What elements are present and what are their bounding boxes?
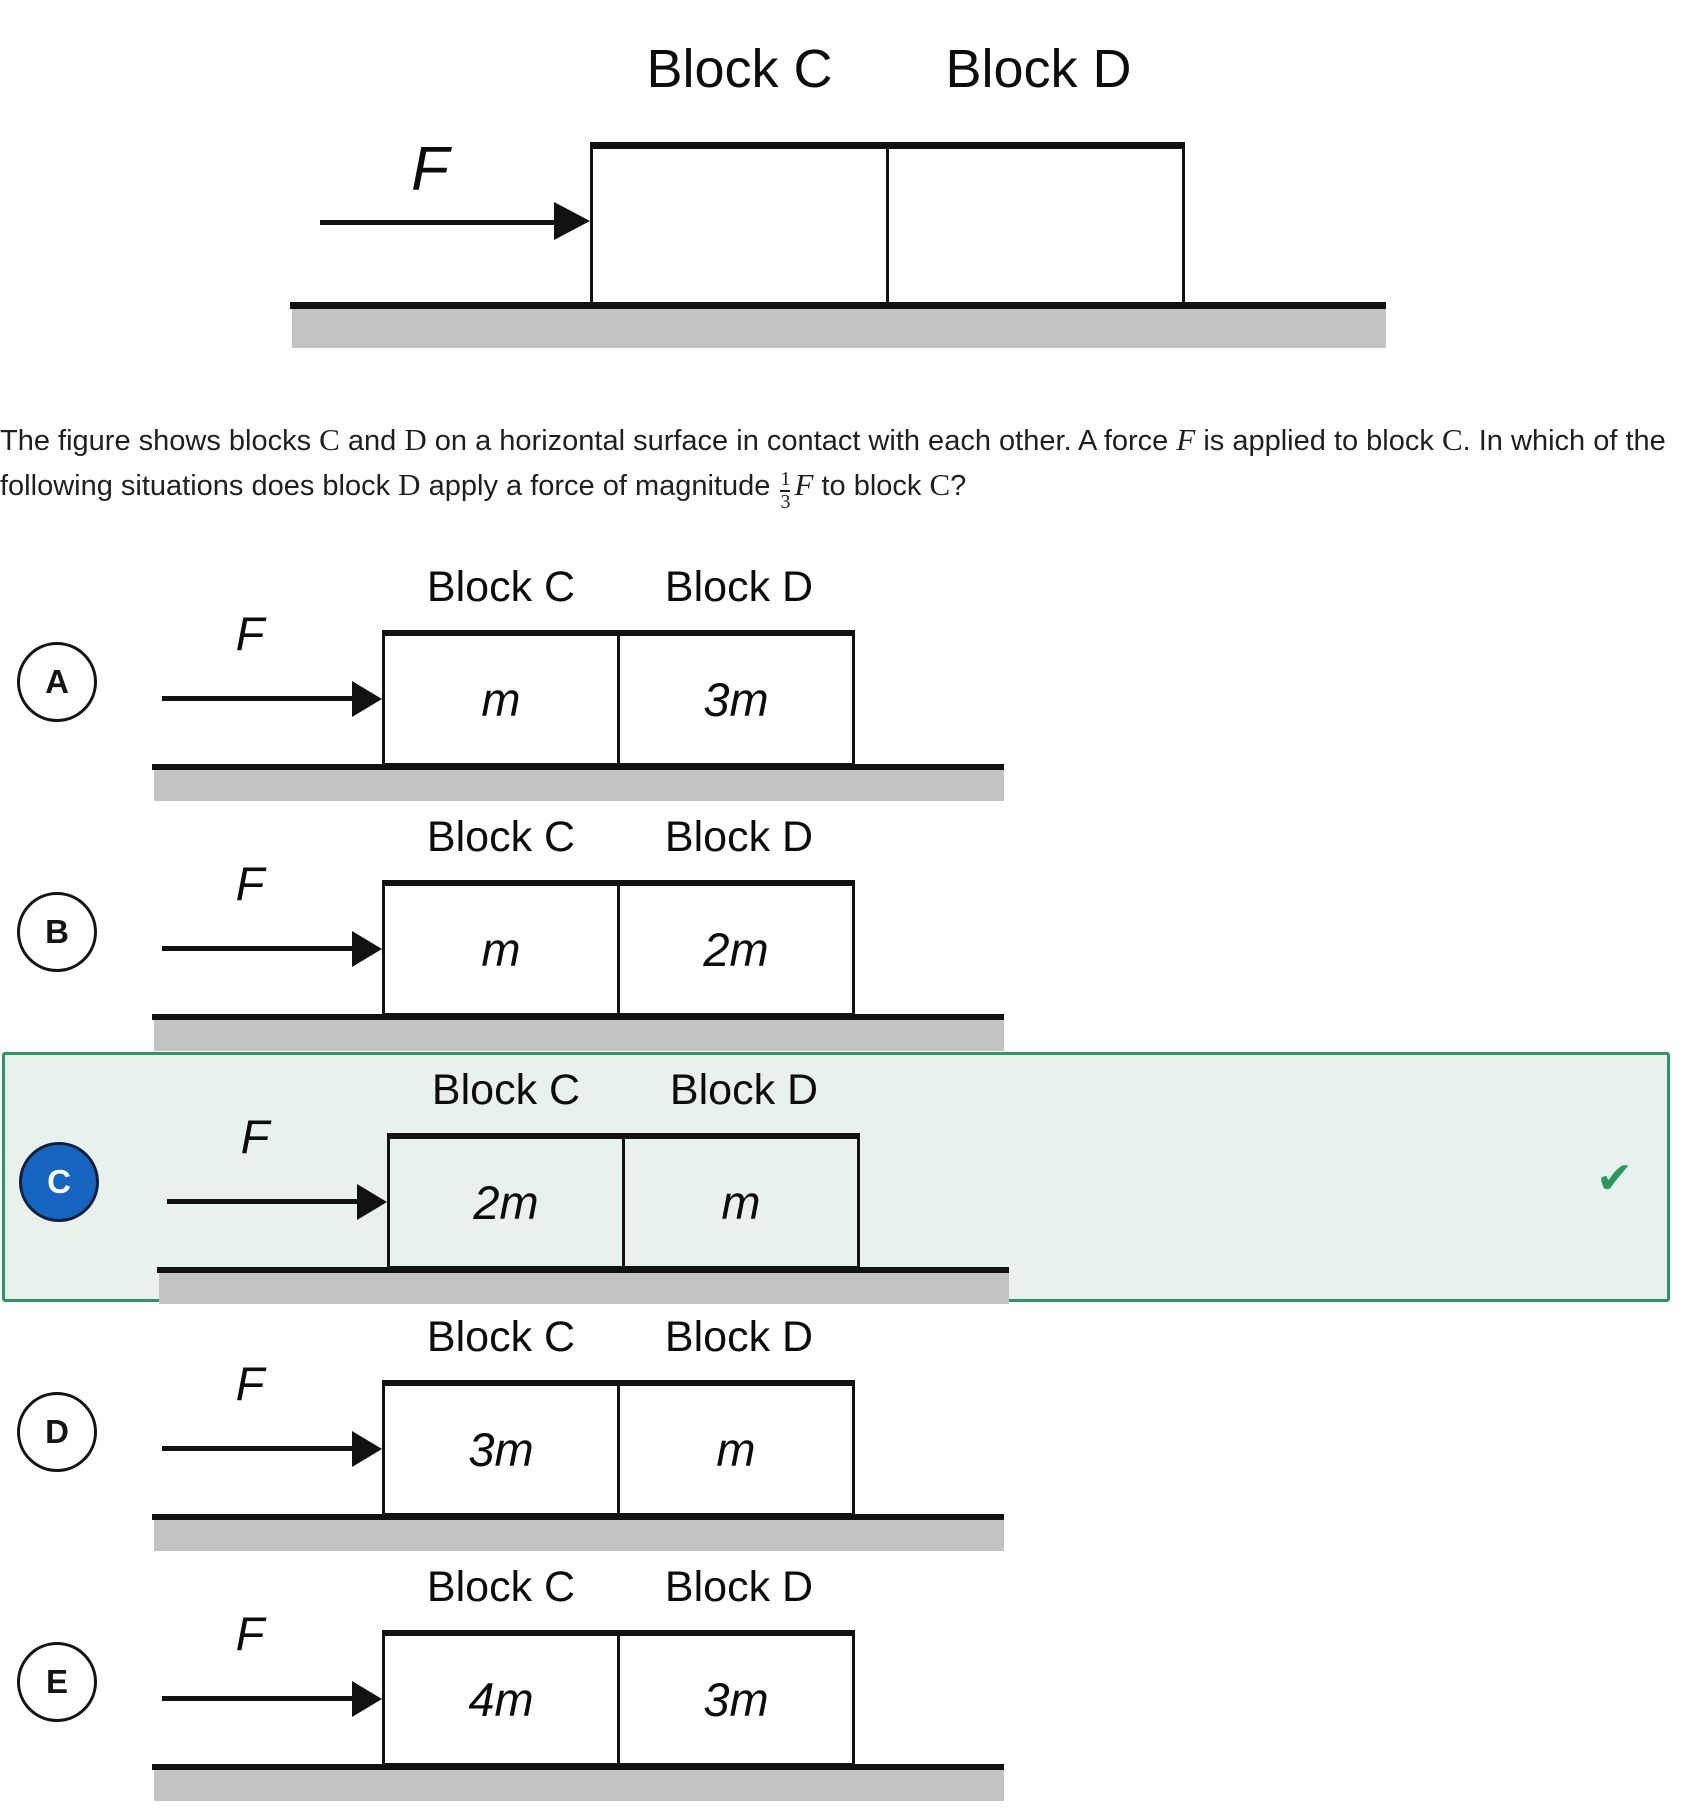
ground-surface	[154, 770, 1004, 801]
option-letter-badge[interactable]: D	[17, 1392, 97, 1472]
force-arrow	[162, 696, 352, 701]
block-d-mass: m	[716, 1423, 756, 1476]
diagram-block-labels: Block C Block D	[382, 1563, 858, 1611]
diagram-blocks: 2m m	[387, 1133, 860, 1269]
diagram-block-c: m	[382, 630, 620, 766]
ground-surface	[159, 1273, 1009, 1304]
force-arrow-head-icon	[352, 931, 382, 967]
options-list: A Block C Block D F m 3m ✔ B Block C Blo…	[0, 552, 1698, 1802]
diagram-block-c: 2m	[387, 1133, 625, 1269]
option-letter-badge[interactable]: E	[17, 1642, 97, 1722]
ground-surface	[292, 309, 1386, 348]
force-label: F	[235, 1357, 265, 1410]
figure-block-d-label: Block D	[945, 39, 1132, 99]
force-arrow-head-icon	[352, 1681, 382, 1717]
block-c-mass: 4m	[468, 1673, 534, 1726]
answer-option-d[interactable]: D Block C Block D F 3m m ✔	[0, 1302, 1698, 1552]
option-letter: C	[47, 1163, 71, 1200]
diagram-block-labels: Block C Block D	[382, 813, 858, 861]
diagram-block-c-label: Block C	[431, 1066, 581, 1114]
option-letter: B	[45, 913, 69, 950]
block-c-mass: m	[481, 673, 521, 726]
force-arrow-head-icon	[357, 1184, 387, 1220]
block-c-mass: 2m	[473, 1176, 539, 1229]
answer-option-b[interactable]: B Block C Block D F m 2m ✔	[0, 802, 1698, 1052]
option-letter: A	[45, 663, 69, 700]
ground-line	[152, 764, 1004, 770]
ground-surface	[154, 1770, 1004, 1801]
diagram-block-c: m	[382, 880, 620, 1016]
force-label: F	[235, 607, 265, 660]
diagram-block-labels: Block C Block D	[382, 563, 858, 611]
figure-block-labels: Block C Block D	[590, 39, 1188, 99]
diagram-block-d: m	[617, 1380, 855, 1516]
diagram-block-labels: Block C Block D	[387, 1066, 863, 1114]
diagram-blocks: m 3m	[382, 630, 855, 766]
force-label: F	[235, 857, 265, 910]
force-arrow	[167, 1199, 357, 1204]
force-arrow-head-icon	[352, 1431, 382, 1467]
diagram-block-c: 4m	[382, 1630, 620, 1766]
diagram-blocks: 4m 3m	[382, 1630, 855, 1766]
answer-option-c[interactable]: C Block C Block D F 2m m ✔	[2, 1052, 1670, 1304]
figure-force-label: F	[411, 135, 449, 204]
option-letter-badge[interactable]: C	[19, 1142, 99, 1222]
force-arrow-head-icon	[352, 681, 382, 717]
diagram-block-c-label: Block C	[426, 1563, 576, 1611]
force-label: F	[240, 1110, 270, 1163]
force-arrow	[320, 220, 556, 225]
option-letter-badge[interactable]: A	[17, 642, 97, 722]
option-letter-badge[interactable]: B	[17, 892, 97, 972]
figure-block-d	[886, 142, 1185, 307]
block-c-mass: m	[481, 923, 521, 976]
option-letter: D	[45, 1413, 69, 1450]
diagram-block-c-label: Block C	[426, 1313, 576, 1361]
diagram-block-c: 3m	[382, 1380, 620, 1516]
diagram-block-d-label: Block D	[664, 563, 814, 611]
block-c-mass: 3m	[468, 1423, 534, 1476]
diagram-block-d-label: Block D	[664, 813, 814, 861]
figure-block-c-label: Block C	[646, 39, 833, 99]
block-d-mass: 2m	[703, 923, 769, 976]
correct-check-icon: ✔	[1596, 1153, 1633, 1204]
diagram-block-d-label: Block D	[664, 1563, 814, 1611]
ground-line	[290, 302, 1386, 309]
ground-line	[157, 1267, 1009, 1273]
option-letter: E	[45, 1663, 68, 1700]
diagram-block-d: 2m	[617, 880, 855, 1016]
diagram-block-c-label: Block C	[426, 813, 576, 861]
diagram-block-labels: Block C Block D	[382, 1313, 858, 1361]
force-arrow	[162, 1446, 352, 1451]
diagram-block-d-label: Block D	[664, 1313, 814, 1361]
answer-option-a[interactable]: A Block C Block D F m 3m ✔	[0, 552, 1698, 802]
diagram-blocks: 3m m	[382, 1380, 855, 1516]
force-arrow	[162, 946, 352, 951]
force-arrow	[162, 1696, 352, 1701]
force-label: F	[235, 1607, 265, 1660]
block-d-mass: m	[721, 1176, 761, 1229]
figure-block-c	[590, 142, 889, 307]
figure-blocks	[590, 142, 1185, 307]
diagram-block-c-label: Block C	[426, 563, 576, 611]
ground-surface	[154, 1520, 1004, 1551]
answer-option-e[interactable]: E Block C Block D F 4m 3m ✔	[0, 1552, 1698, 1802]
block-d-mass: 3m	[703, 673, 769, 726]
ground-line	[152, 1014, 1004, 1020]
question-line: The figure shows blocks C and D on a hor…	[0, 422, 1666, 457]
question-line: following situations does block D apply …	[0, 467, 967, 513]
ground-line	[152, 1764, 1004, 1770]
reference-figure: Block C Block D F	[0, 0, 1698, 348]
diagram-block-d-label: Block D	[669, 1066, 819, 1114]
block-d-mass: 3m	[703, 1673, 769, 1726]
force-arrow-head-icon	[554, 202, 590, 240]
ground-surface	[154, 1020, 1004, 1051]
question-text: The figure shows blocks C and D on a hor…	[0, 418, 1698, 513]
diagram-blocks: m 2m	[382, 880, 855, 1016]
diagram-block-d: m	[622, 1133, 860, 1269]
diagram-block-d: 3m	[617, 1630, 855, 1766]
ground-line	[152, 1514, 1004, 1520]
diagram-block-d: 3m	[617, 630, 855, 766]
